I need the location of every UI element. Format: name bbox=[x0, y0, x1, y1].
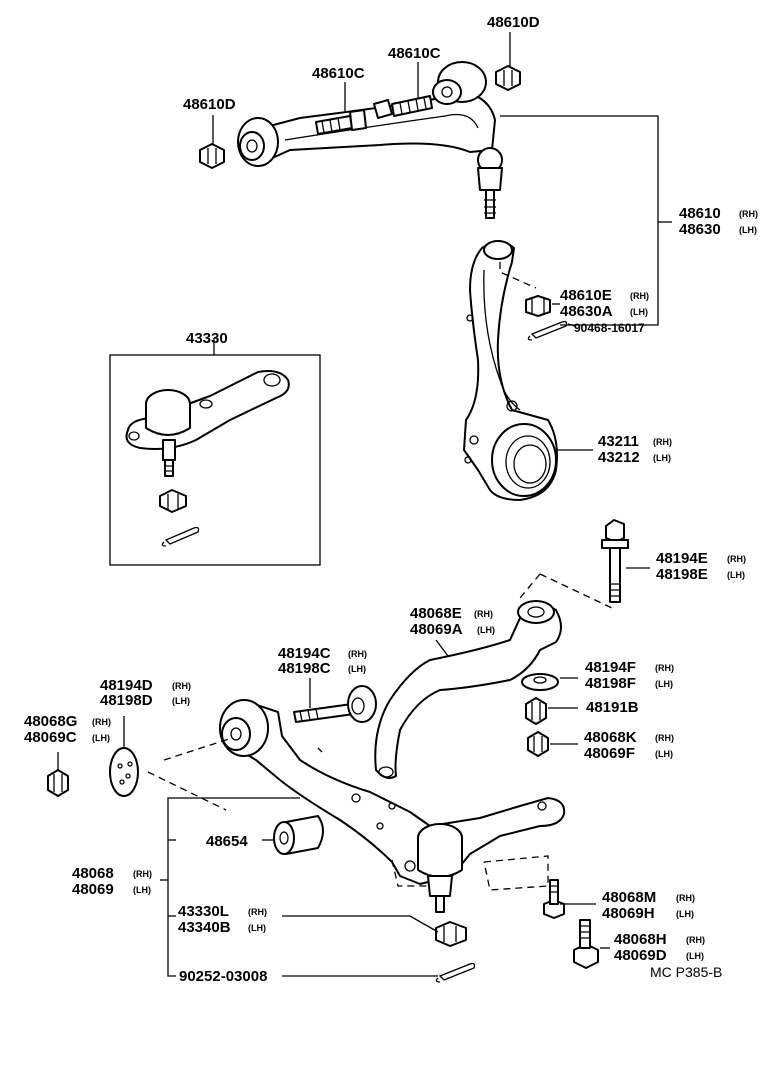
label-48068M: 48068M bbox=[602, 889, 656, 906]
label-43340B-lh: (LH) bbox=[248, 923, 266, 933]
label-48068: 48068 bbox=[72, 865, 114, 882]
bolt-48194E bbox=[601, 519, 629, 603]
label-48069A: 48069A bbox=[410, 621, 463, 638]
label-48194F-rh: (RH) bbox=[655, 663, 674, 673]
label-48069-lh: (LH) bbox=[133, 885, 151, 895]
bolt-48068M bbox=[543, 879, 565, 919]
label-48198E: 48198E bbox=[656, 566, 708, 583]
label-48198F: 48198F bbox=[585, 675, 636, 692]
nut-48068K bbox=[527, 731, 549, 757]
castle-nut-kit bbox=[159, 489, 187, 513]
label-48194E-rh: (RH) bbox=[727, 554, 746, 564]
label-48069F: 48069F bbox=[584, 745, 635, 762]
washer-48194F bbox=[521, 673, 559, 691]
label-48194E: 48194E bbox=[656, 550, 708, 567]
label-48068E-rh: (RH) bbox=[474, 609, 493, 619]
label-48068-rh: (RH) bbox=[133, 869, 152, 879]
label-48069H: 48069H bbox=[602, 905, 655, 922]
label-48069C: 48069C bbox=[24, 729, 77, 746]
label-48630A: 48630A bbox=[560, 303, 613, 320]
drawing-reference: MC P385-B bbox=[650, 964, 722, 980]
label-48610-rh: (RH) bbox=[739, 209, 758, 219]
label-48198D-lh: (LH) bbox=[172, 696, 190, 706]
label-48069A-lh: (LH) bbox=[477, 625, 495, 635]
label-48194C: 48194C bbox=[278, 645, 331, 662]
bolt-48194C bbox=[293, 685, 377, 723]
label-90252: 90252-03008 bbox=[179, 968, 267, 985]
label-43330L: 43330L bbox=[178, 903, 229, 920]
label-48198F-lh: (LH) bbox=[655, 679, 673, 689]
label-48610E: 48610E bbox=[560, 287, 612, 304]
label-48610E-rh: (RH) bbox=[630, 291, 649, 301]
label-90468: 90468-16017 bbox=[574, 321, 645, 335]
upper-control-arm bbox=[237, 61, 503, 219]
label-43212-lh: (LH) bbox=[653, 453, 671, 463]
label-48068H: 48068H bbox=[614, 931, 667, 948]
label-43211-rh: (RH) bbox=[653, 437, 672, 447]
bolt-48610C-left bbox=[315, 109, 367, 135]
label-48068G: 48068G bbox=[24, 713, 77, 730]
ball-joint-43330 bbox=[125, 370, 290, 477]
label-48610C-right: 48610C bbox=[388, 45, 441, 62]
nut-48191B bbox=[525, 697, 547, 725]
label-48610D-left: 48610D bbox=[183, 96, 236, 113]
label-48198E-lh: (LH) bbox=[727, 570, 745, 580]
label-43212: 43212 bbox=[598, 449, 640, 466]
label-48610D-top: 48610D bbox=[487, 14, 540, 31]
castle-nut-43330L bbox=[435, 921, 467, 947]
label-48068K-rh: (RH) bbox=[655, 733, 674, 743]
label-48630-lh: (LH) bbox=[739, 225, 757, 235]
label-43330L-rh: (RH) bbox=[248, 907, 267, 917]
label-48194D: 48194D bbox=[100, 677, 153, 694]
strut-rod-48068E bbox=[374, 600, 562, 779]
steering-knuckle bbox=[463, 240, 558, 501]
ball-joint-kit-box bbox=[109, 354, 321, 566]
label-48630A-lh: (LH) bbox=[630, 307, 648, 317]
label-48654: 48654 bbox=[206, 833, 248, 850]
label-48610C-left: 48610C bbox=[312, 65, 365, 82]
nut-48610D-top bbox=[495, 65, 521, 91]
label-48069F-lh: (LH) bbox=[655, 749, 673, 759]
washer-48194D bbox=[109, 747, 139, 797]
label-48198C: 48198C bbox=[278, 660, 331, 677]
bolt-48610C-right bbox=[373, 95, 433, 119]
label-48069H-lh: (LH) bbox=[676, 909, 694, 919]
castle-nut-48610E bbox=[525, 295, 551, 317]
label-48068K: 48068K bbox=[584, 729, 637, 746]
label-48630: 48630 bbox=[679, 221, 721, 238]
label-48069D-lh: (LH) bbox=[686, 951, 704, 961]
label-48069: 48069 bbox=[72, 881, 114, 898]
nut-48068G bbox=[47, 769, 69, 797]
label-48191B: 48191B bbox=[586, 699, 639, 716]
label-48198D: 48198D bbox=[100, 692, 153, 709]
label-48198C-lh: (LH) bbox=[348, 664, 366, 674]
label-48610: 48610 bbox=[679, 205, 721, 222]
label-48068E: 48068E bbox=[410, 605, 462, 622]
label-43211: 43211 bbox=[598, 433, 639, 450]
label-48068G-rh: (RH) bbox=[92, 717, 111, 727]
label-48069D: 48069D bbox=[614, 947, 667, 964]
nut-48610D-left bbox=[199, 143, 225, 169]
label-48194D-rh: (RH) bbox=[172, 681, 191, 691]
label-48194F: 48194F bbox=[585, 659, 636, 676]
label-48069C-lh: (LH) bbox=[92, 733, 110, 743]
cotter-pin-90468 bbox=[527, 320, 568, 341]
label-43340B: 43340B bbox=[178, 919, 231, 936]
cotter-pin-90252 bbox=[435, 962, 476, 983]
cotter-pin-kit bbox=[161, 526, 200, 547]
lower-control-arm bbox=[219, 699, 566, 913]
label-48194C-rh: (RH) bbox=[348, 649, 367, 659]
label-43330: 43330 bbox=[186, 330, 228, 347]
label-48068H-rh: (RH) bbox=[686, 935, 705, 945]
label-48068M-rh: (RH) bbox=[676, 893, 695, 903]
bolt-48068H bbox=[573, 919, 599, 969]
bushing-48654 bbox=[273, 815, 324, 855]
